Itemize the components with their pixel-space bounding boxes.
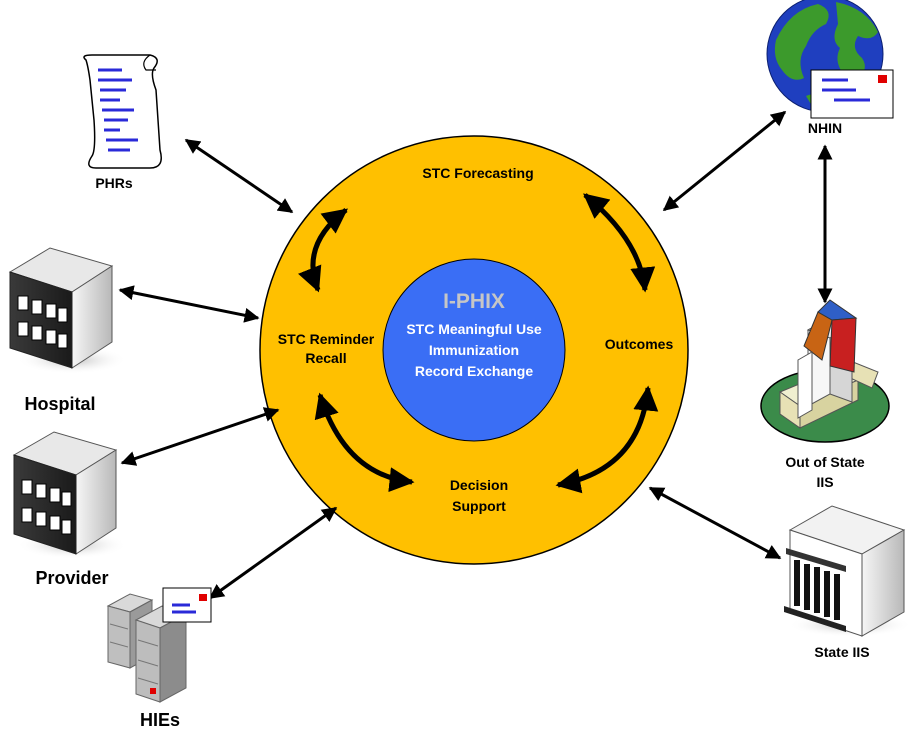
center-line-1: STC Meaningful Use bbox=[406, 321, 542, 337]
label-iis: IIS bbox=[816, 474, 833, 490]
center-circle bbox=[382, 258, 566, 442]
server-stack-icon bbox=[106, 593, 188, 703]
provider-building-icon bbox=[12, 431, 127, 559]
label-stc-forecasting: STC Forecasting bbox=[422, 165, 533, 181]
label-decision: Decision bbox=[450, 477, 508, 493]
label-phrs: PHRs bbox=[95, 175, 133, 191]
hospital-building-icon bbox=[8, 247, 127, 374]
cycle-arrow-right-bottom bbox=[555, 385, 659, 494]
arrow-provider bbox=[120, 407, 280, 466]
arrow-hospital bbox=[118, 285, 260, 323]
center-line-3: Record Exchange bbox=[415, 363, 533, 379]
globe-mail-icon bbox=[766, 0, 894, 119]
center-line-2: Immunization bbox=[429, 342, 519, 358]
label-provider: Provider bbox=[35, 568, 108, 588]
connector-arrows bbox=[118, 110, 833, 600]
label-state-iis: State IIS bbox=[814, 644, 869, 660]
arrow-nhin bbox=[662, 110, 787, 212]
label-nhin: NHIN bbox=[808, 120, 842, 136]
scroll-document-icon bbox=[83, 54, 162, 169]
arrow-state-iis bbox=[648, 486, 782, 560]
label-support: Support bbox=[452, 498, 506, 514]
arrow-phrs bbox=[184, 138, 294, 214]
label-outcomes: Outcomes bbox=[605, 336, 674, 352]
label-out-of-state: Out of State bbox=[785, 454, 865, 470]
label-hies: HIEs bbox=[140, 710, 180, 730]
label-stc-reminder: STC Reminder bbox=[278, 331, 375, 347]
cycle-arrows bbox=[298, 193, 659, 494]
church-island-icon bbox=[760, 299, 890, 443]
arrow-hies bbox=[208, 506, 338, 600]
hies-envelope-icon bbox=[162, 587, 212, 623]
center-title: I-PHIX bbox=[443, 290, 505, 313]
cycle-arrow-left-top bbox=[298, 208, 348, 293]
label-hospital: Hospital bbox=[24, 394, 95, 414]
cycle-arrow-right-top bbox=[583, 193, 656, 293]
label-recall: Recall bbox=[305, 350, 346, 366]
government-building-icon bbox=[784, 505, 912, 637]
cycle-arrow-left-bottom bbox=[314, 392, 415, 493]
